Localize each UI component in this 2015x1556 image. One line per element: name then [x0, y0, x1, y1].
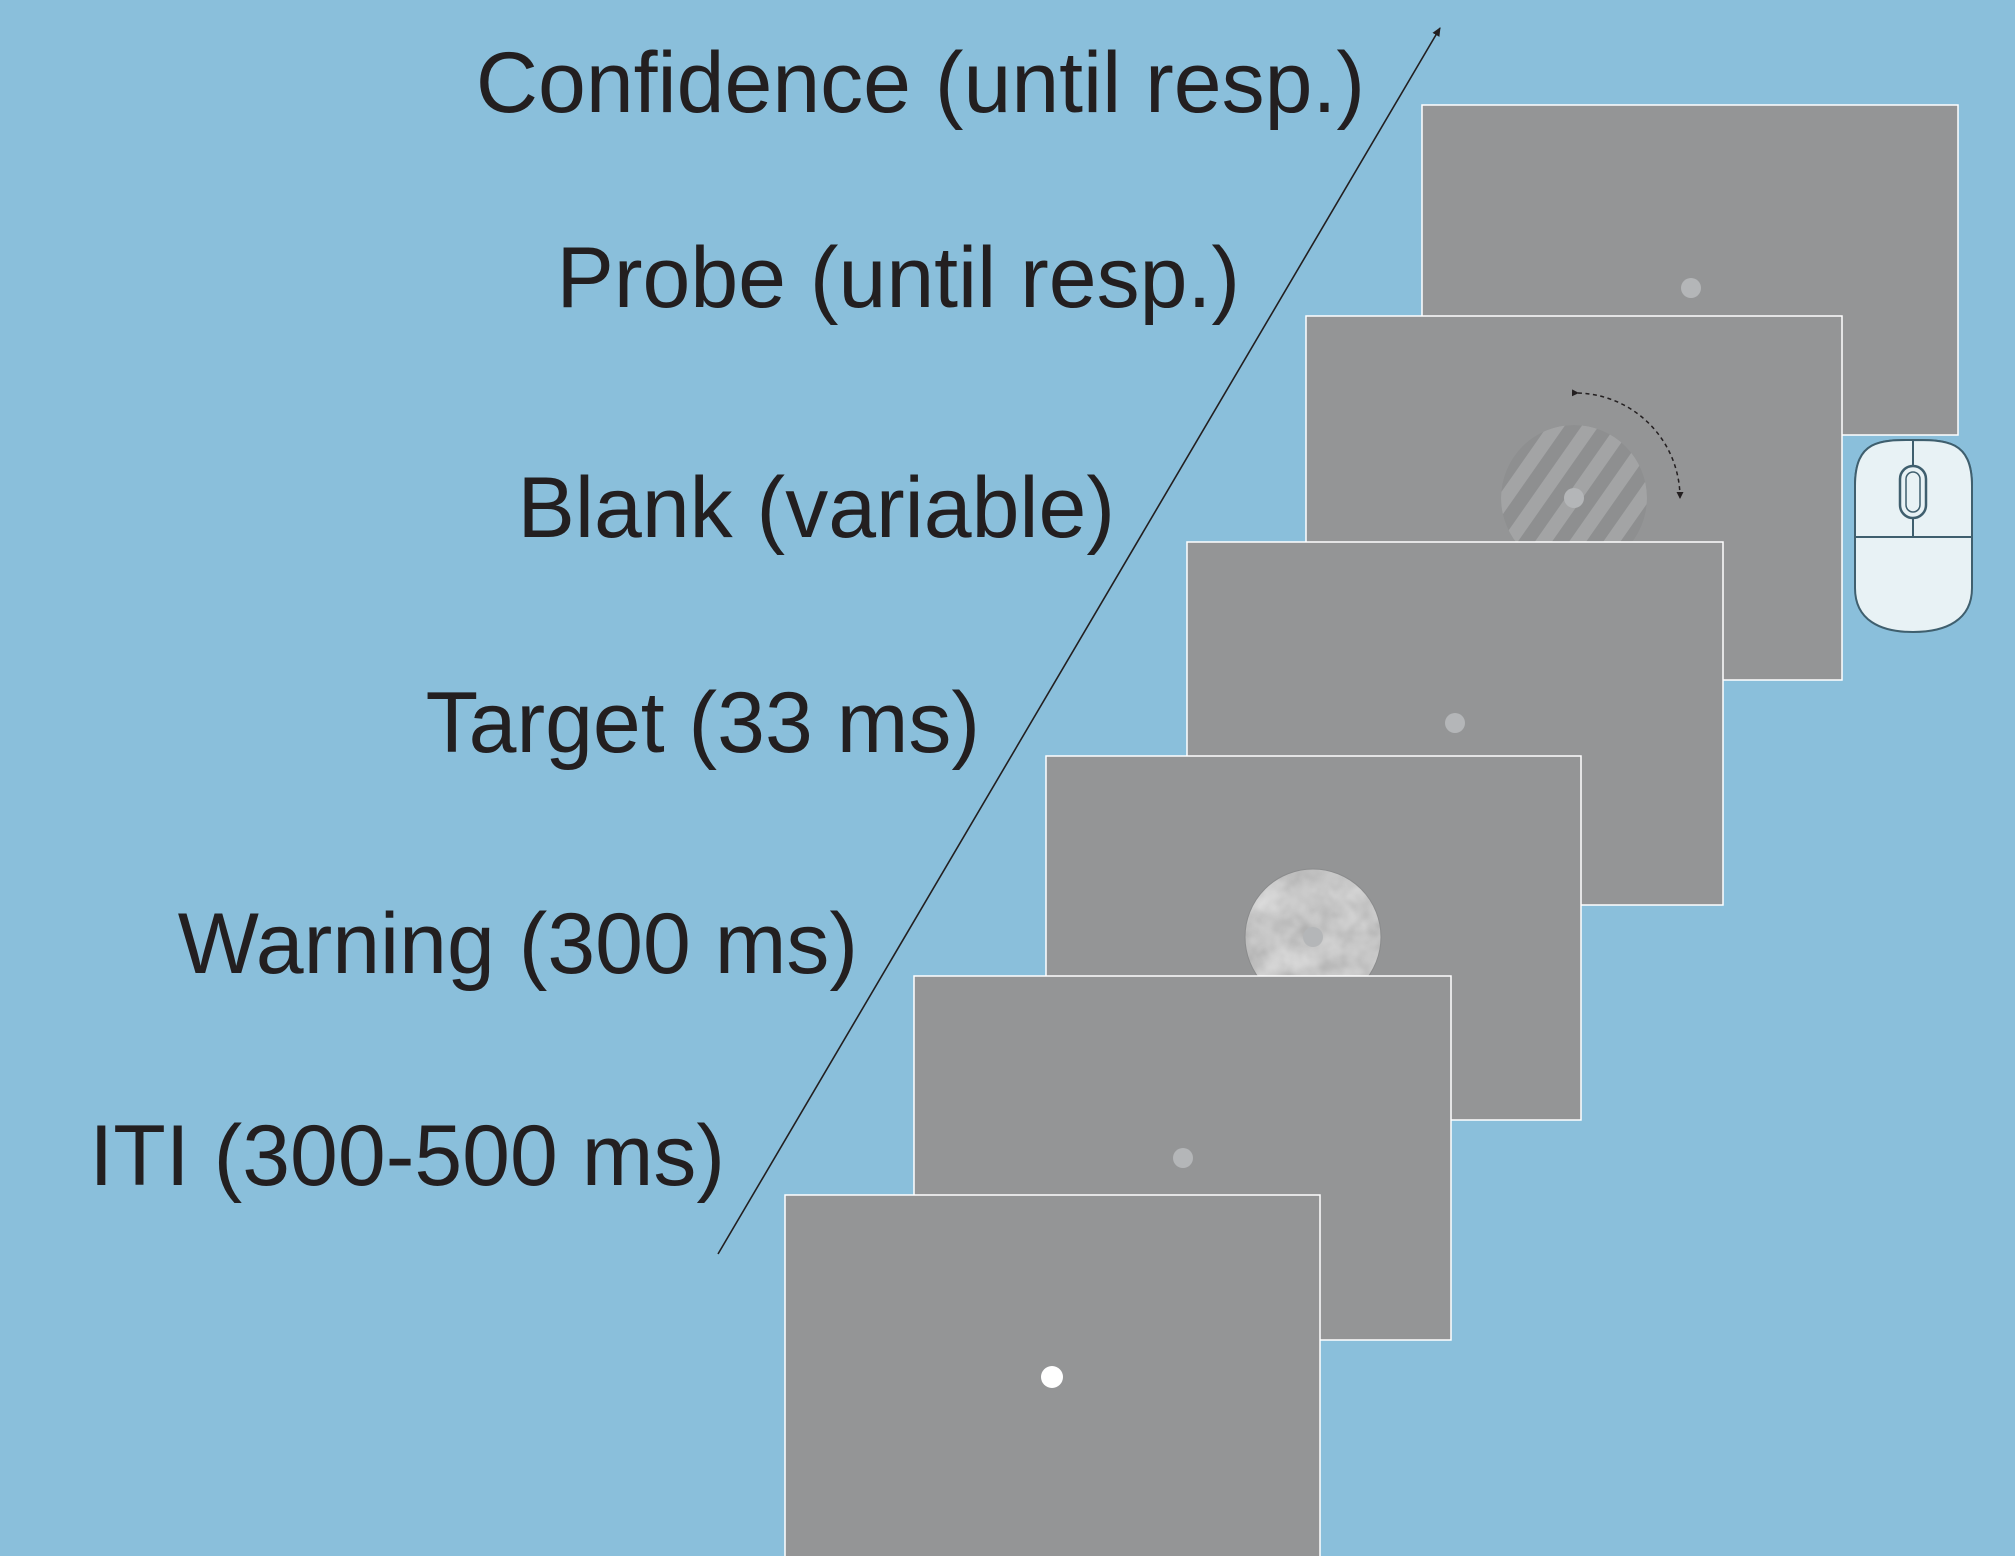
fixation-dot — [1445, 713, 1465, 733]
time-axis-line — [717, 27, 1441, 1255]
fixation-dot — [1173, 1148, 1193, 1168]
fixation-dot — [1681, 278, 1701, 298]
scroll-wheel-icon — [1898, 464, 1928, 520]
computer-mouse-icon — [1854, 438, 1973, 634]
stage-label-blank: Blank (variable) — [518, 460, 1115, 556]
fixation-dot-bright — [1041, 1366, 1063, 1388]
fixation-dot — [1303, 927, 1323, 947]
fixation-dot — [1564, 488, 1584, 508]
stage-label-warning: Warning (300 ms) — [178, 896, 858, 992]
stage-label-target: Target (33 ms) — [426, 675, 980, 771]
stage-label-probe: Probe (until resp.) — [556, 230, 1240, 326]
stage-label-iti: ITI (300-500 ms) — [89, 1108, 725, 1204]
screen-iti — [784, 1194, 1321, 1556]
stage-label-confidence: Confidence (until resp.) — [476, 35, 1365, 131]
